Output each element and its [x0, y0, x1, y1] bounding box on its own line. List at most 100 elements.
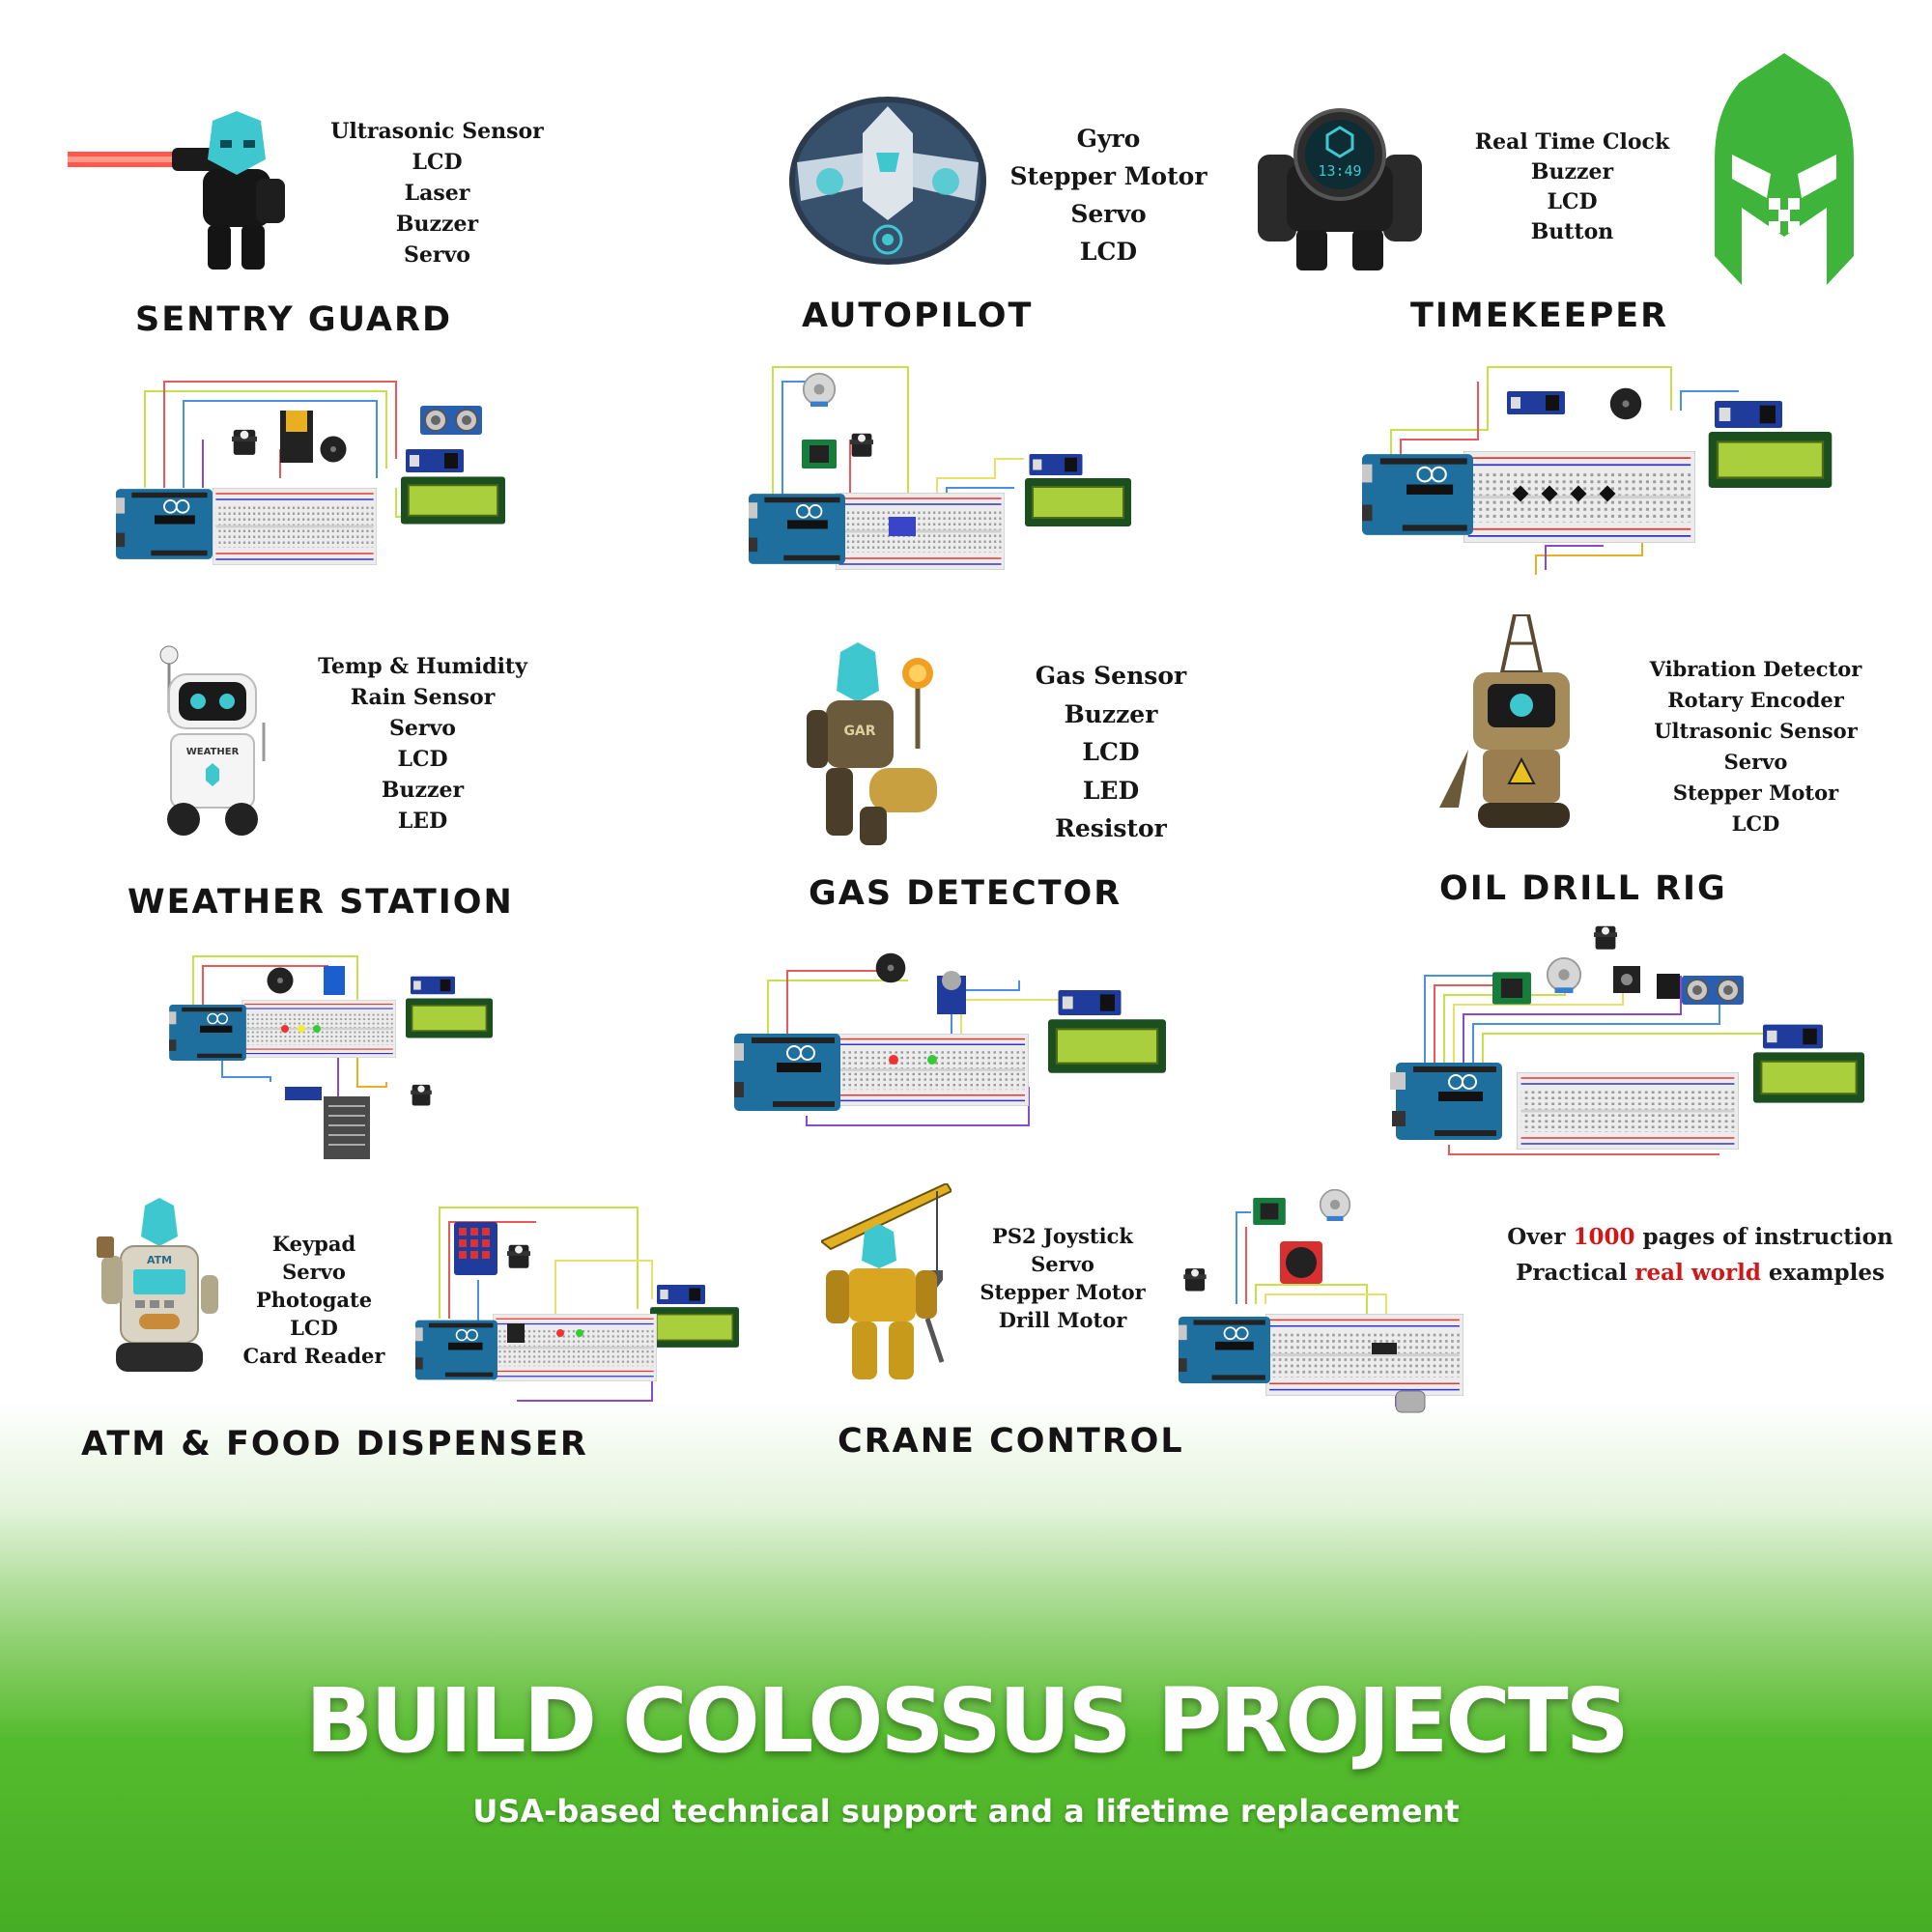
part-label: Button: [1530, 219, 1614, 244]
colossus-helmet-logo-icon: [1715, 53, 1854, 285]
atm-robot-icon: ATM: [97, 1198, 218, 1372]
part-label: Servo: [1723, 750, 1788, 774]
weather-badge-label: WEATHER: [186, 747, 240, 757]
weather-station-robot-icon: WEATHER: [159, 645, 266, 836]
autopilot-circuit-diagram: [749, 366, 1132, 570]
gas-detector-title: GAS DETECTOR: [809, 874, 1122, 913]
timekeeper-parts: Real Time Clock Buzzer LCD Button: [1449, 128, 1695, 247]
buzzer-icon: [1609, 387, 1642, 420]
part-label: Stepper Motor: [1672, 781, 1839, 805]
part-label: Keypad: [271, 1232, 356, 1256]
part-label: LCD: [412, 150, 463, 175]
lcd-icon: [1048, 1019, 1166, 1073]
part-label: Servo: [389, 716, 456, 741]
oil-drill-rig-parts: Vibration Detector Rotary Encoder Ultras…: [1623, 654, 1889, 839]
part-label: LCD: [1079, 238, 1138, 266]
part-label: LED: [1082, 776, 1140, 805]
part-label: Stepper Motor: [1009, 162, 1208, 190]
part-label: LED: [397, 809, 448, 834]
servo-icon: [1183, 1268, 1207, 1292]
lcd-icon: [401, 476, 505, 525]
part-label: Photogate: [255, 1288, 373, 1312]
tagline-line-1: Over 1000 pages of instruction: [1507, 1224, 1893, 1250]
stepper-motor-icon: [1319, 1188, 1351, 1221]
arduino-board-icon: [734, 1034, 840, 1111]
autopilot-parts: Gyro Stepper Motor Servo LCD: [995, 120, 1222, 270]
part-label: Buzzer: [1530, 159, 1614, 185]
weather-station-parts: Temp & Humidity Rain Sensor Servo LCD Bu…: [299, 651, 546, 837]
atm-badge-label: ATM: [147, 1254, 172, 1266]
buzzer-icon: [267, 967, 294, 994]
part-label: Rain Sensor: [350, 685, 496, 710]
arduino-board-icon: [415, 1319, 497, 1381]
weather-station-title: WEATHER STATION: [128, 883, 514, 922]
part-label: Servo: [1070, 200, 1147, 228]
sentry-guard-title: SENTRY GUARD: [135, 300, 453, 339]
arduino-board-icon: [1362, 453, 1473, 536]
gas-detector-robot-icon: GAR: [807, 642, 937, 845]
arduino-mega-board-icon: [1388, 1063, 1504, 1140]
part-label: Resistor: [1055, 814, 1167, 842]
crane-control-robot-icon: [821, 1183, 952, 1379]
oil-drill-rig-title: OIL DRILL RIG: [1439, 869, 1727, 908]
part-label: Card Reader: [242, 1344, 385, 1368]
autopilot-title: AUTOPILOT: [802, 297, 1034, 335]
headline: BUILD COLOSSUS PROJECTS: [305, 1669, 1630, 1773]
part-label: Rotary Encoder: [1667, 688, 1844, 712]
part-label: Buzzer: [381, 778, 465, 803]
tagline-line-2: Practical real world examples: [1516, 1260, 1885, 1286]
lcd-icon: [1753, 1051, 1864, 1104]
sentry-guard-robot-icon: [68, 111, 285, 270]
buzzer-icon: [875, 952, 906, 983]
part-label: Drill Motor: [998, 1308, 1127, 1332]
arduino-board-icon: [1179, 1316, 1270, 1384]
servo-icon: [507, 1244, 530, 1268]
crane-control-circuit-diagram: [1179, 1188, 1463, 1413]
gas-badge-label: GAR: [843, 724, 875, 739]
part-label: Servo: [282, 1260, 346, 1284]
part-label: Servo: [1031, 1252, 1094, 1276]
part-label: Laser: [404, 181, 470, 206]
ultrasonic-sensor-icon: [420, 406, 482, 435]
lcd-icon: [1024, 478, 1132, 526]
part-label: Temp & Humidity: [318, 654, 527, 679]
sentry-guard-parts: Ultrasonic Sensor LCD Laser Buzzer Servo: [309, 116, 565, 270]
servo-icon: [1594, 925, 1617, 950]
part-label: LCD: [290, 1316, 338, 1340]
part-label: PS2 Joystick: [992, 1224, 1133, 1248]
servo-icon: [850, 433, 873, 457]
crane-control-title: CRANE CONTROL: [838, 1422, 1184, 1461]
timekeeper-circuit-diagram: [1362, 366, 1833, 575]
oil-drill-rig-circuit-diagram: [1388, 925, 1864, 1155]
arduino-board-icon: [749, 493, 845, 565]
lcd-icon: [406, 998, 493, 1038]
sentry-guard-circuit-diagram: [116, 381, 505, 565]
weather-station-circuit-diagram: [169, 955, 493, 1159]
gas-detector-parts: Gas Sensor Buzzer LCD LED Resistor: [995, 657, 1227, 848]
buzzer-icon: [320, 436, 347, 463]
part-label: LCD: [397, 747, 448, 772]
autopilot-robot-icon: [789, 97, 986, 265]
part-label: Stepper Motor: [980, 1280, 1146, 1304]
part-label: Ultrasonic Sensor: [330, 119, 544, 144]
instruction-tagline: Over 1000 pages of instruction Practical…: [1478, 1219, 1922, 1291]
arduino-board-icon: [116, 488, 213, 560]
atm-food-dispenser-circuit-diagram: [415, 1207, 739, 1402]
servo-icon: [411, 1084, 432, 1106]
part-label: Buzzer: [1064, 699, 1158, 728]
part-label: LCD: [1731, 811, 1780, 836]
lcd-icon: [1707, 432, 1833, 488]
crane-control-parts: PS2 Joystick Servo Stepper Motor Drill M…: [966, 1222, 1159, 1334]
part-label: Buzzer: [395, 212, 479, 237]
stepper-motor-icon: [1546, 956, 1582, 993]
lcd-icon: [650, 1306, 739, 1349]
atm-food-dispenser-parts: Keypad Servo Photogate LCD Card Reader: [227, 1230, 401, 1370]
servo-icon: [232, 429, 257, 455]
timekeeper-title: TIMEKEEPER: [1410, 297, 1669, 335]
ultrasonic-sensor-icon: [1681, 976, 1745, 1005]
gas-detector-circuit-diagram: [734, 952, 1166, 1126]
clock-display: 13:49: [1318, 162, 1361, 180]
part-label: LCD: [1082, 738, 1140, 766]
part-label: Ultrasonic Sensor: [1654, 719, 1858, 743]
oil-drill-rig-robot-icon: [1439, 614, 1570, 828]
